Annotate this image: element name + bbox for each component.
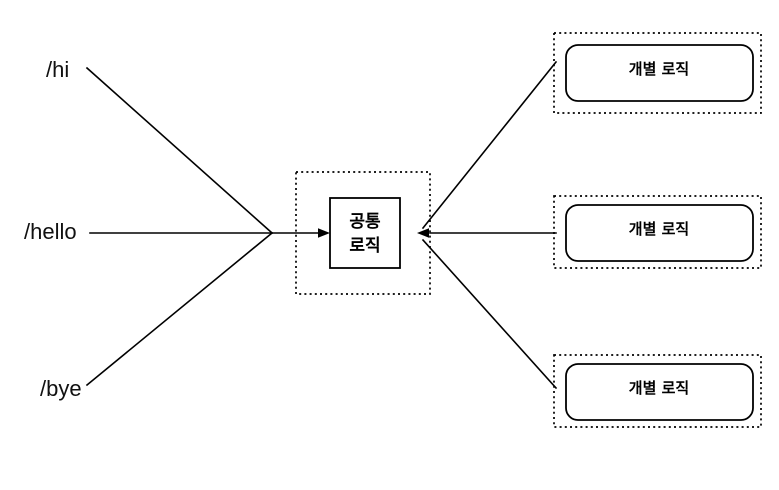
edge-individual-3-to-common bbox=[421, 238, 558, 390]
individual-logic-label-3: 개별 로직 bbox=[629, 379, 689, 397]
common-logic-box[interactable] bbox=[329, 197, 401, 269]
endpoint-label-hello: /hello bbox=[24, 219, 77, 244]
endpoint-label-hi: /hi bbox=[46, 57, 69, 82]
edge-hi-to-common bbox=[85, 66, 274, 235]
individual-logic-label-2: 개별 로직 bbox=[629, 220, 689, 238]
common-logic-label-line2: 로직 bbox=[349, 236, 380, 256]
individual-logic-group-box-3 bbox=[553, 354, 762, 428]
individual-logic-group-box-1 bbox=[553, 32, 762, 114]
common-logic-label-line1: 공통 bbox=[349, 212, 381, 232]
individual-logic-label-1: 개별 로직 bbox=[629, 60, 689, 78]
edge-individual-1-to-common bbox=[421, 60, 558, 230]
individual-logic-node-3[interactable]: 개별 로직 bbox=[553, 354, 762, 428]
individual-logic-box-3[interactable] bbox=[565, 363, 754, 421]
arrow-into-common bbox=[271, 228, 330, 238]
individual-logic-node-2[interactable]: 개별 로직 bbox=[553, 195, 762, 269]
individual-logic-box-1[interactable] bbox=[565, 44, 754, 102]
arrow-into-common-right bbox=[417, 228, 429, 238]
arrowhead-right-icon bbox=[318, 228, 330, 238]
arrowhead-left-icon bbox=[417, 228, 429, 238]
individual-logic-group-box-2 bbox=[553, 195, 762, 269]
individual-logic-node-1[interactable]: 개별 로직 bbox=[553, 32, 762, 114]
common-logic-group-box bbox=[295, 171, 431, 295]
edge-bye-to-common bbox=[85, 231, 274, 387]
individual-logic-box-2[interactable] bbox=[565, 204, 754, 262]
endpoint-label-bye: /bye bbox=[40, 376, 82, 401]
